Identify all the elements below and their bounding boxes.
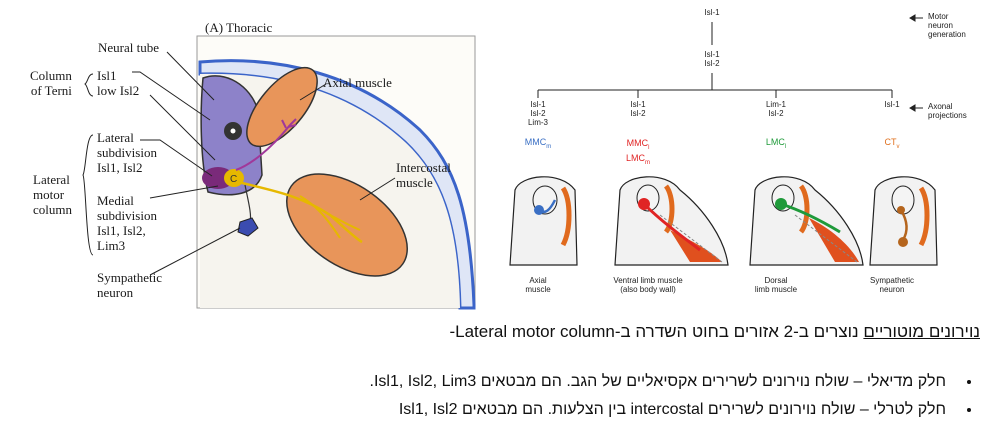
tree-lines [537, 22, 893, 98]
type-dorsal: LMCl [765, 137, 787, 150]
cord-diagram-ventral [614, 176, 729, 266]
label-lateral-subdivision: Lateral subdivision Isl1, Isl2 [97, 130, 157, 175]
lmc-lateral [202, 167, 234, 189]
label-axonal: Axonal projections [928, 102, 967, 120]
markers-axial: Isl-1 Isl-2 Lim-3 [527, 100, 548, 127]
axon-lateral-branch [299, 195, 361, 239]
markers-dorsal: Lim-1 Isl-2 [765, 100, 786, 118]
type-sympathetic: CTv [884, 137, 900, 150]
type-axial: MMCm [524, 137, 552, 150]
heading: נוירונים מוטוריים נוצרים ב-2 אזורים בחוט… [449, 321, 980, 343]
label-terni-markers: Isl1 low Isl2 [97, 68, 140, 98]
tree-svg [509, 14, 938, 266]
label-motor-gen: Motor neuron generation [928, 12, 966, 39]
markers-sympathetic: Isl-1 [884, 100, 900, 109]
label-column-terni: Column of Terni [30, 68, 72, 98]
bullet-lateral: חלק לטרלי – שולח נוירונים לשרירים interc… [196, 396, 956, 424]
sympathetic-neuron-shape [237, 217, 259, 237]
heading-underlined: נוירונים מוטוריים [863, 322, 980, 341]
axon-medial-branch [281, 118, 297, 129]
side-arrows [909, 14, 923, 112]
caption-axial: Axial muscle [525, 276, 551, 294]
cord-diagram-axial [509, 176, 578, 266]
axon-medial [235, 124, 291, 171]
bullet-medial: חלק מדיאלי – שולח נוירונים לשרירים אקסיא… [196, 368, 956, 396]
label-lateral-motor-column: Lateral motor column [33, 172, 72, 217]
caption-ventral: Ventral limb muscle (also body wall) [613, 276, 683, 294]
top-marker: Isl-1 [704, 8, 720, 17]
caption-sympathetic: Sympathetic neuron [869, 276, 915, 294]
bullet-list: חלק מדיאלי – שולח נוירונים לשרירים אקסיא… [196, 368, 982, 424]
markers-ventral: Isl-1 Isl-2 [630, 100, 646, 118]
label-medial-subdivision: Medial subdivision Isl1, Isl2, Lim3 [97, 193, 157, 253]
label-neural-tube: Neural tube [98, 40, 160, 55]
axial-muscle-shape [246, 66, 318, 148]
axon-lateral [237, 180, 363, 244]
thoracic-svg: C [82, 35, 476, 310]
leader-lines [82, 51, 396, 276]
panel-label: (A) Thoracic [205, 20, 273, 35]
label-sympathetic-neuron: Sympathetic neuron [97, 270, 162, 300]
caption-dorsal: Dorsal limb muscle [754, 276, 798, 294]
cord-diagram-sympathetic [869, 176, 938, 266]
thoracic-diagram: C (A) Thoracic Neural tube Column of Ter… [0, 0, 480, 315]
heading-rest: נוצרים ב-2 אזורים בחוט השדרה ב-Lateral m… [449, 322, 864, 341]
second-marker: Isl-1 Isl-2 [704, 50, 720, 68]
motor-neuron-tree: Isl-1 Isl-1 Isl-2 Motor neuron generatio… [490, 0, 990, 310]
cord-diagram-dorsal [749, 176, 864, 266]
label-axial-muscle: Axial muscle [323, 75, 392, 90]
c-mark: C [230, 174, 237, 185]
central-canal-center [230, 128, 236, 134]
label-intercostal-muscle: Intercostal muscle [396, 160, 451, 190]
